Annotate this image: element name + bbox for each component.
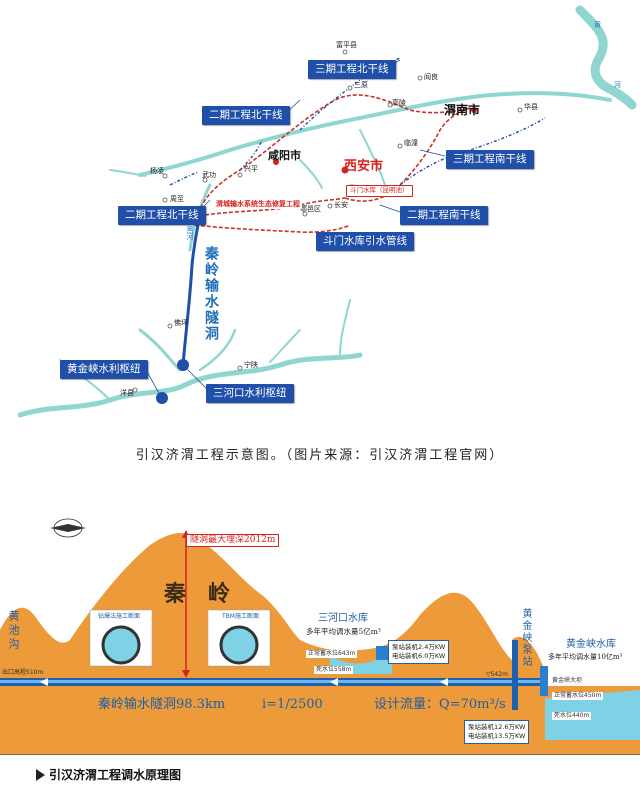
- town-wugong: 武功: [202, 171, 216, 179]
- elev-542-label: ▽542m: [486, 671, 508, 678]
- town-huaxian: 华县: [524, 103, 538, 111]
- town-changan: 长安: [334, 201, 348, 209]
- xianyang-marker: [273, 159, 279, 165]
- design-flow-label: 设计流量：Q=70m³/s: [374, 697, 506, 712]
- city-xianyang: 咸阳市: [268, 149, 301, 162]
- town-gaoling: 高陵: [392, 99, 406, 107]
- town-lintong: 临潼: [404, 139, 418, 147]
- yellow-river-label-1: 黄: [594, 21, 601, 29]
- sanhekou-pump-line2: 电站装机6.0万KW: [392, 651, 446, 660]
- flow-arrows: [40, 678, 448, 686]
- huangjinxia-dam-marker: [156, 392, 168, 404]
- portal-right-section: [219, 625, 259, 665]
- section-caption-text: 引汉济渭工程调水原理图: [49, 768, 182, 782]
- town-yangxian: 洋县: [120, 389, 134, 397]
- huangchigou-label: 黄池沟: [7, 610, 20, 652]
- hjx-dead-label: 死水位440m: [552, 712, 592, 720]
- depth-arrow-bottom: [182, 670, 190, 678]
- caption-triangle-icon: [36, 769, 45, 781]
- town-yangling: 杨凌: [150, 167, 164, 175]
- town-yanliang: 阎良: [424, 73, 438, 81]
- sanhekou-title: 三河口水库: [318, 613, 368, 624]
- tunnel-inner: [0, 680, 545, 683]
- city-xian: 西安市: [344, 159, 384, 174]
- section-caption: 引汉济渭工程调水原理图: [36, 766, 181, 783]
- xian-marker: [341, 166, 349, 174]
- portal-right-label: TBM施工断面: [222, 613, 259, 620]
- qinling-tunnel-route: [181, 224, 200, 366]
- sanhekou-normal: 正常蓄水位643m: [306, 650, 358, 658]
- box-phase2-south: 二期工程南干线: [400, 206, 488, 225]
- section-diagram: 隧洞最大埋深2012m 秦 岭 黄池沟 出口高程510m 钻爆法施工断面 TBM…: [0, 490, 640, 755]
- town-sanyuan: 三原: [354, 81, 368, 89]
- right-hill: [512, 636, 545, 686]
- town-xingping: 兴平: [244, 165, 258, 173]
- hjx-reservoir-title: 黄金峡水库: [566, 639, 616, 650]
- box-phase3-north: 三期工程北干线: [308, 60, 396, 79]
- portal-left-label: 钻爆法施工断面: [98, 613, 141, 620]
- portal-left-section: [101, 625, 141, 665]
- phase2-routes: [194, 94, 471, 233]
- sanhekou-pump-line1: 泵站装机2.4万KW: [392, 643, 446, 651]
- huangchigou-elev-label: 出口高程510m: [2, 669, 44, 676]
- sanhekou-pump-panel: 泵站装机2.4万KW 电站装机6.0万KW: [388, 640, 450, 664]
- heihe-label: 黑河: [186, 226, 194, 240]
- box-huangjinxia: 黄金峡水利枢纽: [60, 360, 148, 379]
- box-phase3-south: 三期工程南干线: [446, 150, 534, 169]
- town-zhouzhi: 周至: [170, 195, 184, 203]
- box-doumen-pipe: 斗门水库引水管线: [316, 232, 414, 251]
- project-map: 黄 河 黑河 渭南市 咸阳市 西安市 富平县 三原 阎良 高陵 华县 临潼 兴平…: [17, 5, 637, 418]
- box-sanhekou: 三河口水利枢纽: [206, 384, 294, 403]
- project-label: 渭城输水系统生态修复工程: [214, 199, 302, 210]
- compass: [50, 518, 86, 538]
- town-fuping: 富平县: [336, 41, 357, 49]
- hjx-pump-panel: 泵站装机12.6万KW 电站装机13.5万KW: [464, 720, 530, 744]
- box-phase2-north-left: 二期工程北干线: [118, 206, 206, 225]
- hjx-pump-line1: 泵站装机12.6万KW: [468, 723, 526, 731]
- sanhekou-dam: [376, 646, 388, 660]
- yellow-river-label-2: 河: [614, 81, 621, 89]
- town-markers: [132, 49, 523, 393]
- hjx-pump-line2: 电站装机13.5万KW: [468, 731, 526, 740]
- town-ningshan: 宁陕: [244, 361, 258, 369]
- river-network: [17, 5, 637, 418]
- doumen-reservoir-label: 斗门水库（昆明池）: [346, 185, 413, 197]
- qinling-tunnel-label: 秦岭输水隧洞: [203, 246, 219, 342]
- hjx-pump-station-label: 黄金峡泵站: [520, 608, 531, 668]
- hjx-dam-label: 黄金峡大坝: [552, 677, 583, 684]
- sanhekou-dead: 死水位558m: [314, 666, 354, 674]
- box-phase2-north-top: 二期工程北干线: [202, 106, 290, 125]
- town-huyi: 鄠邑区: [300, 205, 321, 213]
- huangjinxia-water: [545, 690, 640, 740]
- phase3-routes: [169, 57, 546, 186]
- pump-shaft: [512, 640, 518, 710]
- hjx-normal-label: 正常蓄水位450m: [552, 692, 604, 700]
- huangjinxia-dam: [540, 666, 548, 696]
- hjx-storage: 多年平均调水量10亿m³: [548, 653, 623, 661]
- peak-depth-label: 隧洞最大埋深2012m: [186, 534, 280, 547]
- tunnel-slope-label: i=1/2500: [262, 697, 323, 712]
- tunnel-length-label: 秦岭输水隧洞98.3km: [98, 697, 226, 712]
- map-caption: 引汉济渭工程示意图。（图片来源：引汉济渭工程官网）: [135, 448, 505, 463]
- sanhekou-storage: 多年平均调水量5亿m³: [306, 627, 381, 636]
- weinan-marker: [471, 107, 477, 113]
- town-foping: 佛坪: [174, 319, 188, 327]
- qinling-label: 秦 岭: [164, 581, 231, 607]
- city-weinan: 渭南市: [444, 103, 481, 117]
